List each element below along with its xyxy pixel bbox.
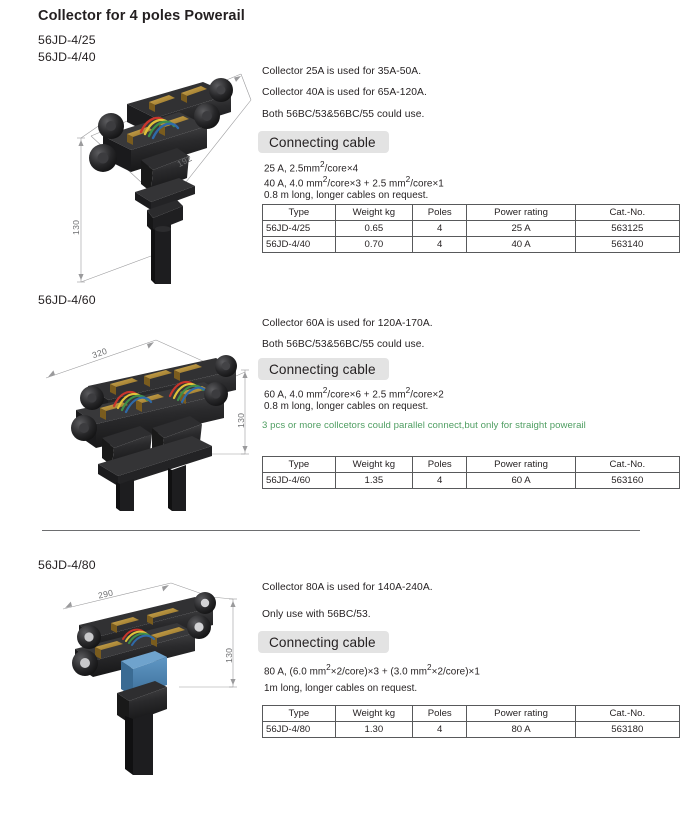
col-cat: Cat.-No. bbox=[574, 705, 680, 722]
dimension-height-1: 130 bbox=[71, 219, 81, 235]
page-title: Collector for 4 poles Powerail bbox=[38, 8, 245, 24]
cell-weight: 1.35 bbox=[334, 472, 413, 489]
spec-table-2: Type Weight kg Poles Power rating Cat.-N… bbox=[262, 456, 680, 489]
cell-cat: 563125 bbox=[574, 220, 680, 237]
cable-spec-1-1: 40 A, 4.0 mm2/core×3 + 2.5 mm2/core×1 bbox=[264, 175, 444, 190]
col-type: Type bbox=[262, 204, 336, 221]
col-type: Type bbox=[262, 456, 336, 473]
note-1-0: Collector 25A is used for 35A-50A. bbox=[262, 66, 422, 77]
model-label-56jd-4-60: 56JD-4/60 bbox=[38, 293, 96, 307]
cell-type: 56JD-4/80 bbox=[262, 721, 336, 738]
cell-type: 56JD-4/40 bbox=[262, 236, 336, 253]
cell-power: 25 A bbox=[466, 220, 576, 237]
cell-poles: 4 bbox=[411, 236, 468, 253]
table-header-row: Type Weight kg Poles Power rating Cat.-N… bbox=[262, 705, 680, 722]
model-label-56jd-4-25: 56JD-4/25 bbox=[38, 33, 96, 47]
cable-spec-2-0: 60 A, 4.0 mm2/core×6 + 2.5 mm2/core×2 bbox=[264, 386, 444, 401]
note-3-0: Collector 80A is used for 140A-240A. bbox=[262, 582, 433, 593]
cell-cat: 563140 bbox=[574, 236, 680, 253]
parallel-connect-note: 3 pcs or more collcetors could parallel … bbox=[262, 420, 586, 431]
product-figure-56jd-4-60: 320 130 bbox=[40, 336, 265, 511]
cell-poles: 4 bbox=[411, 472, 468, 489]
cable-spec-3-0: 80 A, (6.0 mm2×2/core)×3 + (3.0 mm2×2/co… bbox=[264, 663, 480, 678]
table-header-row: Type Weight kg Poles Power rating Cat.-N… bbox=[262, 456, 680, 473]
cell-weight: 0.70 bbox=[334, 236, 413, 253]
col-poles: Poles bbox=[411, 456, 468, 473]
cell-type: 56JD-4/60 bbox=[262, 472, 336, 489]
collector-illustration-3 bbox=[62, 582, 237, 775]
note-3-1: Only use with 56BC/53. bbox=[262, 609, 371, 620]
cable-spec-1-2: 0.8 m long, longer cables on request. bbox=[264, 190, 429, 201]
note-2-1: Both 56BC/53&56BC/55 could use. bbox=[262, 339, 425, 350]
cell-cat: 563180 bbox=[574, 721, 680, 738]
col-power: Power rating bbox=[466, 204, 576, 221]
cell-weight: 1.30 bbox=[334, 721, 413, 738]
col-cat: Cat.-No. bbox=[574, 456, 680, 473]
cable-spec-1-0: 25 A, 2.5mm2/core×4 bbox=[264, 160, 359, 175]
product-figure-56jd-4-25-40: 130 192 bbox=[55, 60, 255, 285]
table-row: 56JD-4/40 0.70 4 40 A 563140 bbox=[262, 236, 680, 253]
spec-table-1: Type Weight kg Poles Power rating Cat.-N… bbox=[262, 204, 680, 253]
collector-illustration-1 bbox=[77, 73, 252, 284]
model-label-56jd-4-80: 56JD-4/80 bbox=[38, 558, 96, 572]
cell-poles: 4 bbox=[411, 220, 468, 237]
cell-weight: 0.65 bbox=[334, 220, 413, 237]
section-divider bbox=[42, 530, 640, 531]
cable-spec-3-1: 1m long, longer cables on request. bbox=[264, 683, 418, 694]
table-header-row: Type Weight kg Poles Power rating Cat.-N… bbox=[262, 204, 680, 221]
cell-power: 80 A bbox=[466, 721, 576, 738]
connecting-cable-heading-2: Connecting cable bbox=[258, 358, 389, 380]
collector-illustration-2 bbox=[45, 339, 249, 511]
col-weight: Weight kg bbox=[334, 204, 413, 221]
model-label-56jd-4-40: 56JD-4/40 bbox=[38, 50, 96, 64]
cell-type: 56JD-4/25 bbox=[262, 220, 336, 237]
dimension-height-3: 130 bbox=[224, 647, 234, 663]
table-row: 56JD-4/60 1.35 4 60 A 563160 bbox=[262, 472, 680, 489]
cell-power: 40 A bbox=[466, 236, 576, 253]
cell-poles: 4 bbox=[411, 721, 468, 738]
dimension-height-2: 130 bbox=[236, 412, 246, 428]
col-power: Power rating bbox=[466, 456, 576, 473]
table-row: 56JD-4/25 0.65 4 25 A 563125 bbox=[262, 220, 680, 237]
product-figure-56jd-4-80: 290 130 bbox=[55, 575, 260, 775]
cable-spec-2-1: 0.8 m long, longer cables on request. bbox=[264, 401, 429, 412]
note-1-2: Both 56BC/53&56BC/55 could use. bbox=[262, 109, 425, 120]
col-weight: Weight kg bbox=[334, 705, 413, 722]
connecting-cable-heading-3: Connecting cable bbox=[258, 631, 389, 653]
connecting-cable-heading-1: Connecting cable bbox=[258, 131, 389, 153]
col-weight: Weight kg bbox=[334, 456, 413, 473]
col-type: Type bbox=[262, 705, 336, 722]
col-cat: Cat.-No. bbox=[574, 204, 680, 221]
note-1-1: Collector 40A is used for 65A-120A. bbox=[262, 87, 427, 98]
col-power: Power rating bbox=[466, 705, 576, 722]
cell-cat: 563160 bbox=[574, 472, 680, 489]
table-row: 56JD-4/80 1.30 4 80 A 563180 bbox=[262, 721, 680, 738]
spec-table-3: Type Weight kg Poles Power rating Cat.-N… bbox=[262, 705, 680, 738]
col-poles: Poles bbox=[411, 705, 468, 722]
col-poles: Poles bbox=[411, 204, 468, 221]
cell-power: 60 A bbox=[466, 472, 576, 489]
note-2-0: Collector 60A is used for 120A-170A. bbox=[262, 318, 433, 329]
